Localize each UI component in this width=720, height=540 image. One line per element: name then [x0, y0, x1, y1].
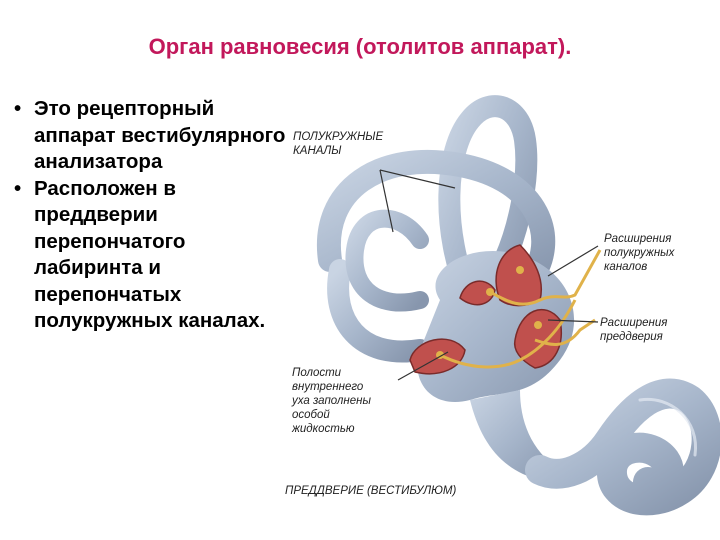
leader-lines — [379, 169, 599, 381]
label-semicircular-canals: ПОЛУКРУЖНЫЕ КАНАЛЫ — [293, 130, 383, 158]
cochlea — [525, 378, 720, 516]
label-inner-ear-cavities: Полости внутреннего уха заполнены особой… — [292, 366, 371, 436]
inner-ear-illustration — [316, 95, 720, 516]
bullet-icon: • — [14, 97, 22, 120]
membranous-labyrinth — [409, 244, 562, 375]
bullet-list: • Это рецепторный аппарат вестибулярного … — [14, 96, 294, 335]
label-vestibule: ПРЕДДВЕРИЕ (ВЕСТИБУЛЮМ) — [285, 485, 457, 497]
label-line: преддверия — [600, 331, 663, 343]
semicircular-canals — [316, 95, 556, 363]
label-line: Расширения — [604, 233, 672, 245]
label-line: жидкостью — [292, 423, 355, 435]
label-line: КАНАЛЫ — [293, 145, 342, 157]
label-line: внутреннего — [292, 381, 364, 393]
bullet-text: Расположен в преддверии перепончатого ла… — [34, 176, 266, 333]
label-line: Полости — [292, 367, 342, 379]
bullet-item: • Это рецепторный аппарат вестибулярного … — [14, 96, 294, 176]
nerve-fibers — [439, 249, 602, 369]
label-line: уха заполнены — [292, 395, 371, 407]
label-ampullae: Расширения полукружных каналов — [604, 232, 674, 274]
nerve-endings — [436, 266, 542, 359]
label-line: особой — [292, 409, 330, 421]
label-line: каналов — [604, 261, 648, 273]
inner-ear-diagram: ПОЛУКРУЖНЫЕ КАНАЛЫ Расширения полукружны… — [280, 88, 720, 518]
bullet-text: Это рецепторный аппарат вестибулярного а… — [34, 97, 286, 173]
label-vestibule-extensions: Расширения преддверия — [600, 316, 667, 344]
label-line: полукружных — [604, 247, 675, 259]
bullet-item: • Расположен в преддверии перепончатого л… — [14, 176, 294, 335]
slide-title: Орган равновесия (отолитов аппарат). — [148, 34, 572, 59]
label-line: ПОЛУКРУЖНЫЕ — [293, 131, 384, 143]
bullet-icon: • — [14, 176, 22, 200]
label-line: Расширения — [600, 317, 668, 329]
